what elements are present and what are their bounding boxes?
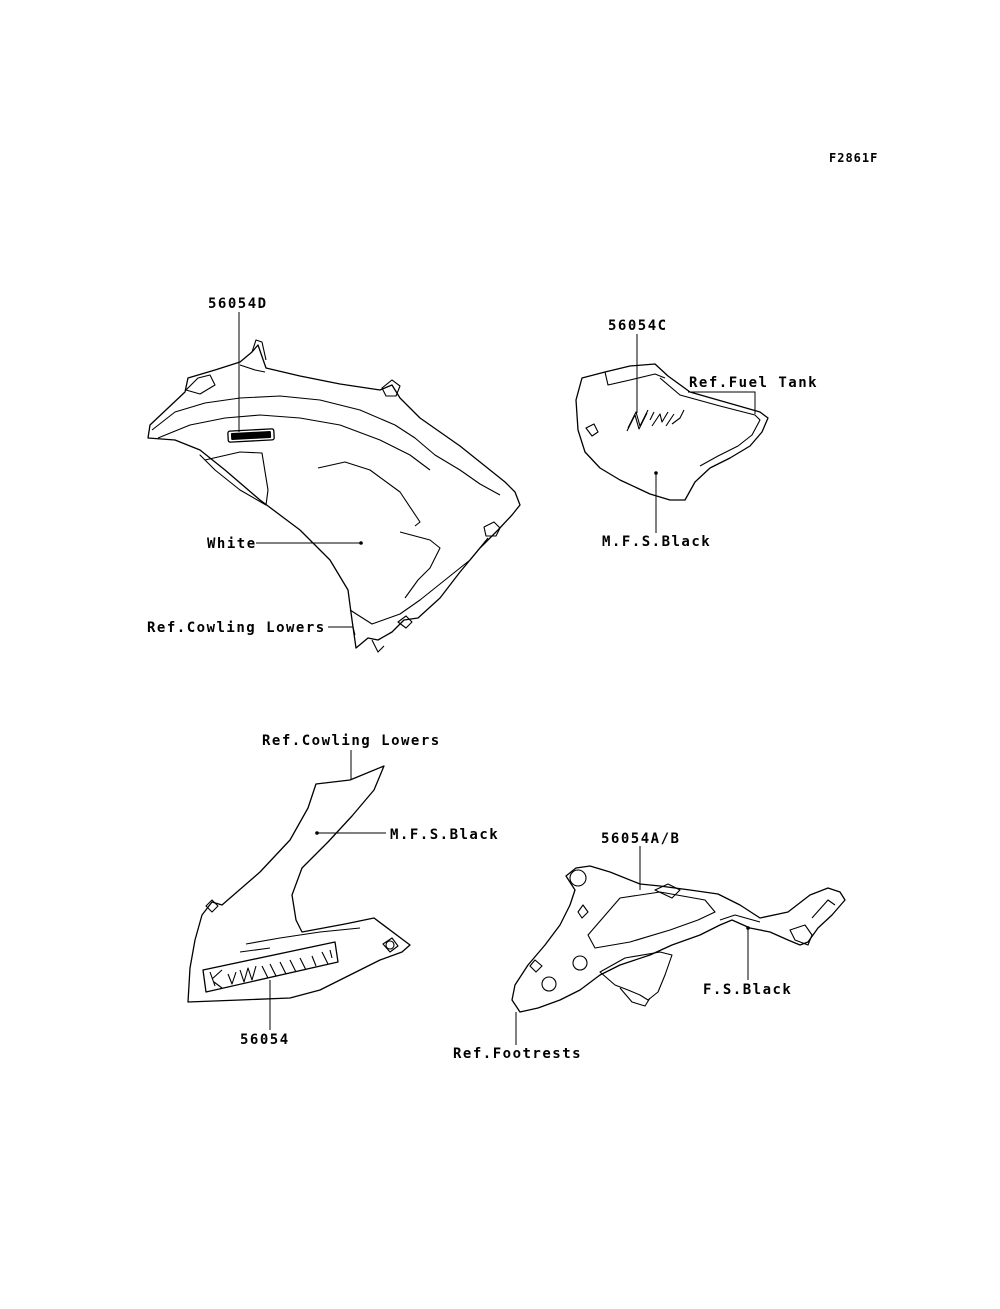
- label-ref-cowling-lowers-bottom: Ref.Cowling Lowers: [262, 733, 441, 749]
- label-part-56054ab: 56054A/B: [601, 831, 681, 847]
- label-ref-fuel-tank: Ref.Fuel Tank: [689, 375, 819, 391]
- label-part-56054: 56054: [240, 1032, 290, 1048]
- side-cowling-upper: [147, 339, 521, 653]
- label-mfs-black-top: M.F.S.Black: [602, 534, 712, 550]
- leader-lines: [238, 312, 756, 1045]
- label-white: White: [207, 536, 257, 552]
- figure-code: F2861F: [829, 151, 879, 165]
- label-ref-cowling-lowers-top: Ref.Cowling Lowers: [147, 620, 326, 636]
- label-part-56054c: 56054C: [608, 318, 668, 334]
- label-ref-footrests: Ref.Footrests: [453, 1046, 583, 1062]
- lower-cowling: [187, 765, 411, 1003]
- label-part-56054d: 56054D: [208, 296, 268, 312]
- fuel-tank-cover: [575, 363, 769, 501]
- label-mfs-black-bottom: M.F.S.Black: [390, 827, 500, 843]
- footrest-bracket: [511, 865, 846, 1013]
- label-fs-black: F.S.Black: [703, 982, 793, 998]
